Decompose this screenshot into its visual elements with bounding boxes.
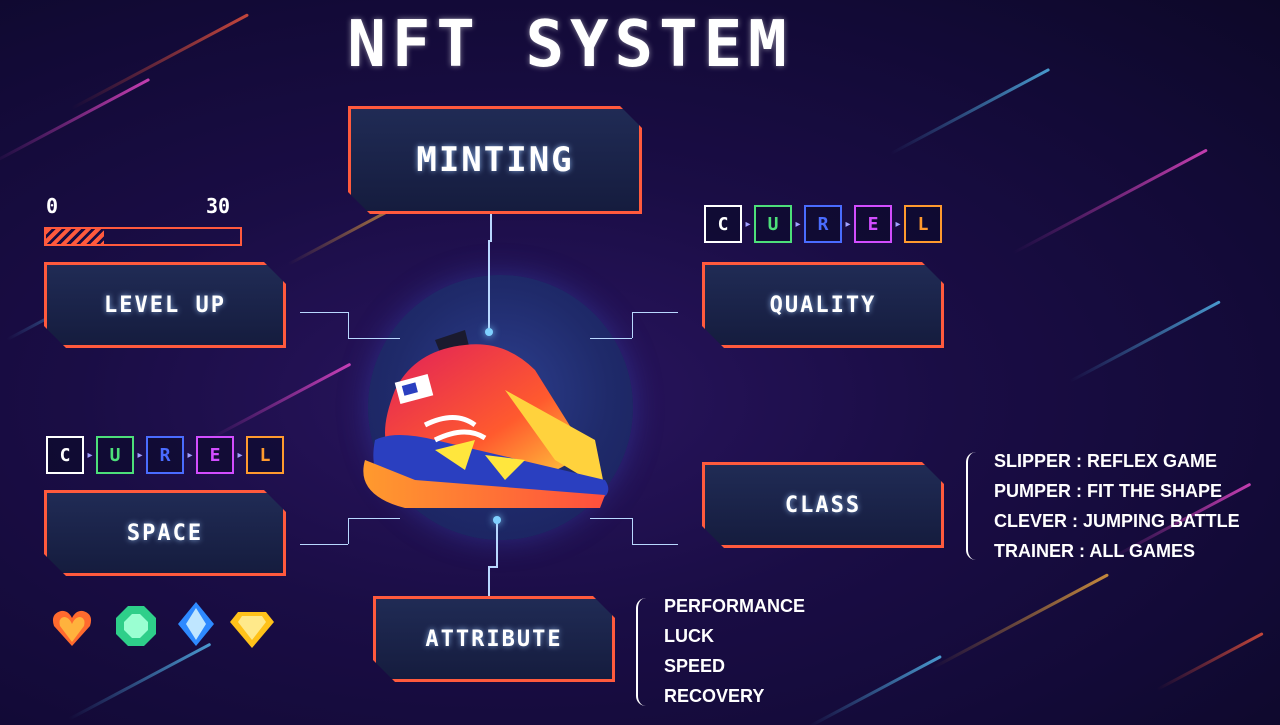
list-item: SLIPPER : REFLEX GAME [994, 451, 1218, 471]
sapphire-gem-icon [178, 602, 214, 646]
quality-letter-u: U [754, 205, 792, 243]
minting-label: MINTING [416, 140, 574, 180]
space-letter-e: E [196, 436, 234, 474]
list-item: RECOVERY [664, 686, 765, 706]
chevron-right-icon: ▸ [895, 218, 901, 230]
quality-letter-c: C [704, 205, 742, 243]
list-item: LUCK [664, 626, 714, 646]
list-item: PUMPER : FIT THE SHAPE [994, 481, 1223, 501]
space-panel[interactable]: SPACE [44, 490, 286, 576]
space-letter-r: R [146, 436, 184, 474]
class-list: SLIPPER : REFLEX GAME PUMPER : FIT THE S… [994, 446, 1240, 566]
class-list-brace [966, 452, 978, 560]
level-up-label: LEVEL UP [104, 292, 226, 318]
class-panel[interactable]: CLASS [702, 462, 944, 548]
chevron-right-icon: ▸ [137, 449, 143, 461]
emerald-gem-icon [116, 606, 156, 646]
chevron-right-icon: ▸ [795, 218, 801, 230]
class-label: CLASS [784, 492, 862, 518]
space-letter-row: C▸U▸R▸E▸L [46, 436, 284, 474]
list-item: PERFORMANCE [664, 596, 806, 616]
level-up-panel[interactable]: LEVEL UP [44, 262, 286, 348]
level-max-label: 30 [206, 194, 231, 218]
chevron-right-icon: ▸ [187, 449, 193, 461]
quality-letter-r: R [804, 205, 842, 243]
list-item: CLEVER : JUMPING BATTLE [994, 511, 1240, 531]
quality-letter-e: E [854, 205, 892, 243]
attribute-panel[interactable]: ATTRIBUTE [373, 596, 615, 682]
space-letter-c: C [46, 436, 84, 474]
chevron-right-icon: ▸ [237, 449, 243, 461]
chevron-right-icon: ▸ [87, 449, 93, 461]
space-letter-l: L [246, 436, 284, 474]
quality-label: QUALITY [769, 292, 877, 318]
chevron-right-icon: ▸ [745, 218, 751, 230]
attribute-list-brace [636, 598, 648, 706]
level-min-label: 0 [46, 194, 59, 218]
sneaker-icon [363, 330, 609, 508]
attribute-label: ATTRIBUTE [425, 626, 563, 652]
list-item: SPEED [664, 656, 726, 676]
space-label: SPACE [126, 520, 204, 546]
attribute-list: PERFORMANCE LUCK SPEED RECOVERY [664, 591, 805, 711]
minting-panel[interactable]: MINTING [348, 106, 642, 214]
level-progress-bar [44, 227, 242, 246]
quality-panel[interactable]: QUALITY [702, 262, 944, 348]
quality-letter-row: C▸U▸R▸E▸L [704, 205, 942, 243]
page-title: NFT SYSTEM [347, 8, 793, 82]
level-progress-fill [46, 229, 105, 244]
chevron-right-icon: ▸ [845, 218, 851, 230]
list-item: TRAINER : ALL GAMES [994, 541, 1195, 561]
heart-gem-icon [52, 610, 92, 646]
quality-letter-l: L [904, 205, 942, 243]
space-letter-u: U [96, 436, 134, 474]
topaz-gem-icon [230, 612, 274, 648]
